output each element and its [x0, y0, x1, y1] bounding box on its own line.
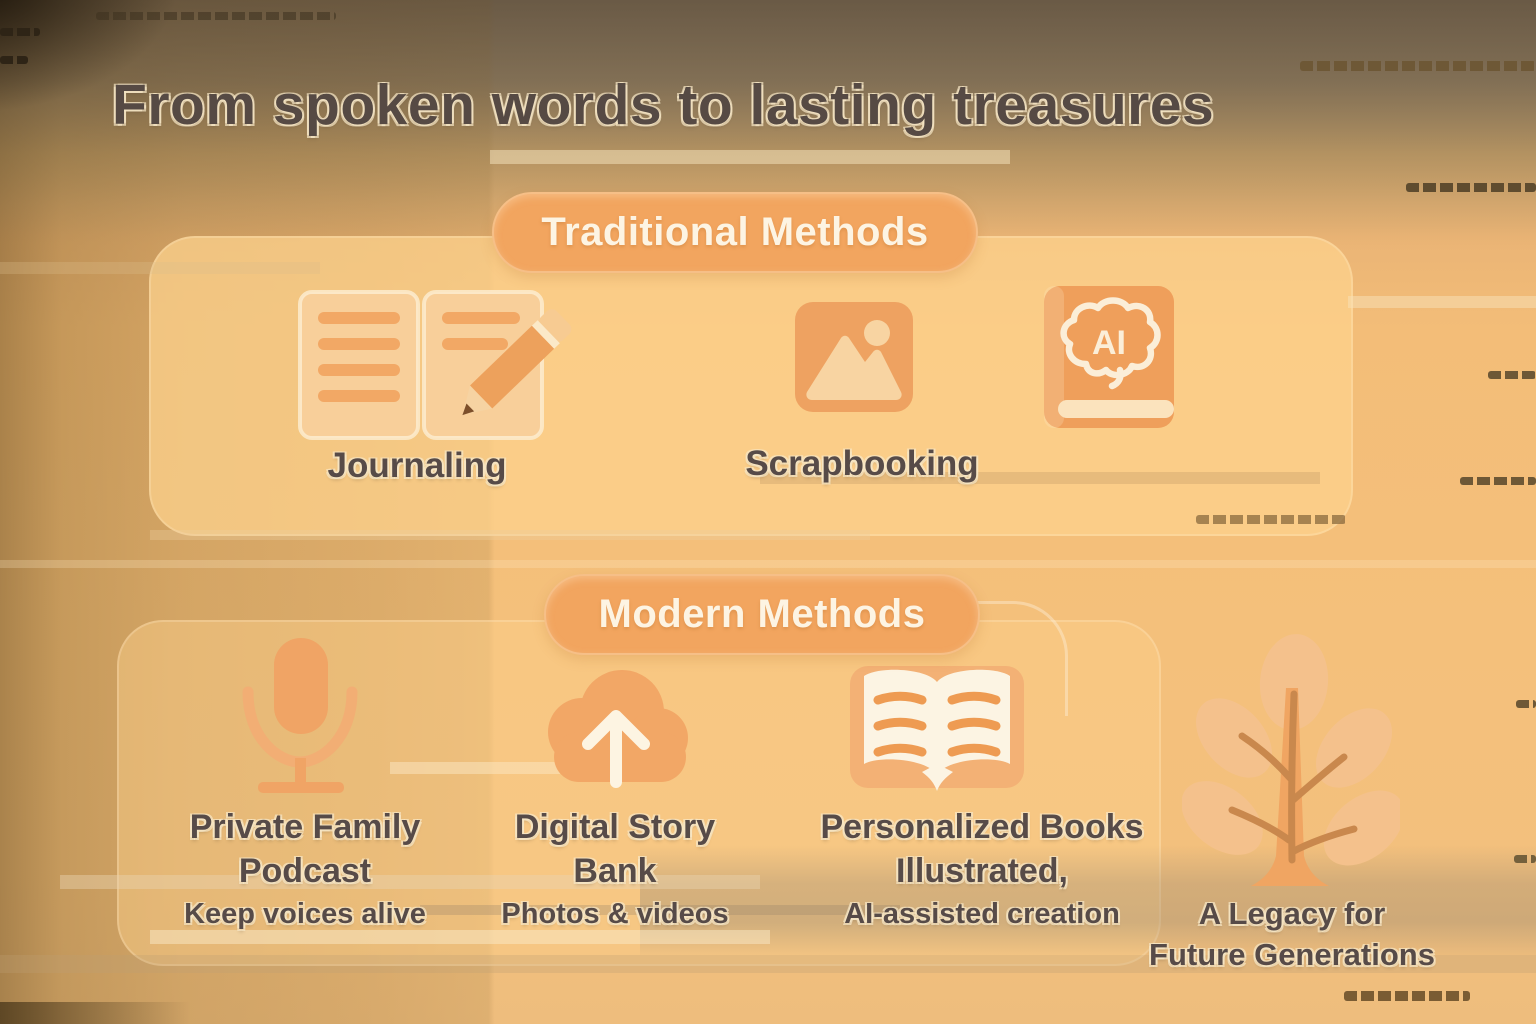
- books-title-line1: Personalized Books: [820, 808, 1144, 846]
- dark-corner: [0, 1002, 190, 1024]
- journaling-label: Journaling: [327, 446, 507, 485]
- modern-item-story-bank: Digital Story Bank Photos & videos: [480, 806, 750, 931]
- glitch-streak: [0, 560, 1536, 568]
- glitch-dash: [0, 56, 28, 64]
- books-subtitle: AI-assisted creation: [844, 898, 1120, 931]
- glitch-dash: [1460, 477, 1536, 485]
- glitch-dash: [1514, 855, 1536, 863]
- glitch-dash: [1344, 991, 1470, 1001]
- legacy-caption: A Legacy for Future Generations: [1127, 894, 1457, 976]
- glitch-dash: [1406, 183, 1536, 192]
- tree-icon: [1182, 634, 1400, 886]
- glitch-dash: [1300, 61, 1536, 71]
- podcast-title-line2: Podcast: [238, 851, 372, 890]
- glitch-dash: [96, 12, 336, 20]
- modern-badge: Modern Methods: [544, 574, 980, 655]
- page-title: From spoken words to lasting treasures: [112, 73, 1215, 137]
- open-book-icon: [850, 666, 1024, 791]
- decorative-connector-line: [960, 601, 1068, 716]
- story-bank-subtitle: Photos & videos: [501, 898, 729, 931]
- glitch-dash: [0, 28, 40, 36]
- traditional-badge-label: Traditional Methods: [541, 210, 929, 254]
- story-bank-title-line2: Bank: [573, 851, 657, 890]
- books-title-line2: Illustrated,: [896, 851, 1068, 890]
- scrapbooking-label: Scrapbooking: [745, 444, 979, 483]
- journal-pencil-icon: [298, 290, 572, 440]
- glitch-streak: [1348, 296, 1536, 308]
- modern-item-personalized-books: Personalized Books Illustrated, AI-assis…: [792, 806, 1172, 931]
- story-bank-title-line1: Digital Story: [514, 808, 716, 846]
- modern-badge-label: Modern Methods: [598, 592, 926, 636]
- traditional-badge: Traditional Methods: [492, 192, 978, 273]
- glitch-dash: [1516, 700, 1536, 708]
- legacy-line1: A Legacy for: [1198, 896, 1386, 931]
- podcast-title-line1: Private Family: [189, 808, 421, 846]
- microphone-icon: [242, 638, 358, 793]
- cloud-upload-icon: [548, 670, 688, 788]
- ai-label: AI: [1092, 324, 1126, 362]
- glitch-dash: [1488, 371, 1536, 379]
- photo-icon: [795, 302, 913, 412]
- modern-item-podcast: Private Family Podcast Keep voices alive: [155, 806, 455, 931]
- podcast-subtitle: Keep voices alive: [184, 898, 426, 931]
- legacy-line2: Future Generations: [1149, 936, 1435, 972]
- glitch-streak: [490, 150, 1010, 164]
- ai-brain-book-icon: AI: [1044, 286, 1174, 428]
